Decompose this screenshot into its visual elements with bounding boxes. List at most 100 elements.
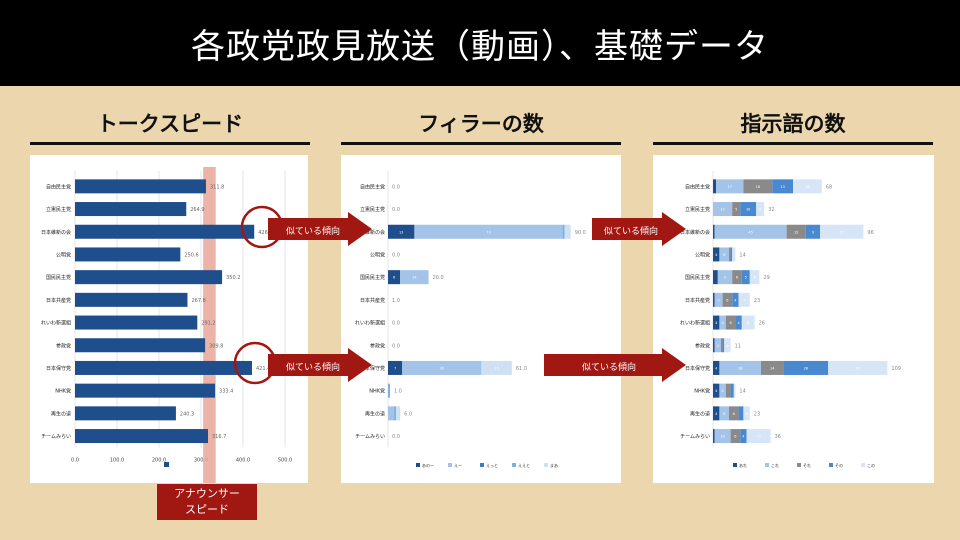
legend-label: それ <box>803 462 811 468</box>
bar-segment <box>730 383 734 398</box>
data-label: 240.3 <box>180 411 194 417</box>
divider <box>30 142 310 145</box>
segment-label: 6 <box>723 253 725 257</box>
category-label: 日本維新の会 <box>680 229 710 236</box>
legend-label: その <box>835 462 843 468</box>
segment-label: 12 <box>794 230 798 234</box>
category-label: チームみらい <box>680 434 710 440</box>
segment-label: 6 <box>723 412 725 416</box>
bar-segment <box>721 338 723 353</box>
segment-label: 73 <box>486 230 490 234</box>
segment-label: 5 <box>735 208 737 212</box>
segment-label: 5 <box>759 208 761 212</box>
category-label: NHK党 <box>55 388 71 395</box>
category-label: れいわ新選組 <box>355 320 385 327</box>
bar-segment <box>740 202 757 217</box>
callout-line-2: スピード <box>185 503 229 516</box>
bar-segment <box>730 429 741 444</box>
segment-label: 6 <box>393 276 395 280</box>
x-tick-label: 0.0 <box>71 457 79 463</box>
bar-segment <box>725 315 736 330</box>
bar <box>75 292 188 307</box>
category-label: 立憲民主党 <box>685 206 710 213</box>
bar-segment <box>414 224 563 239</box>
total-label: 68 <box>826 184 832 190</box>
total-label: 1.0 <box>392 298 400 304</box>
segment-label: 4 <box>742 435 745 439</box>
arrow-label: 似ている傾向 <box>582 363 637 373</box>
page-title: 各政党政見放送（動画）、基礎データ <box>191 26 769 67</box>
bar-segment <box>740 429 747 444</box>
bar <box>75 270 223 285</box>
total-label: 36 <box>775 434 781 440</box>
total-label: 29 <box>763 275 769 281</box>
panel-title-talk-speed: トークスピード <box>96 111 244 136</box>
bar-segment <box>783 360 829 375</box>
total-label: 0.0 <box>392 207 400 213</box>
segment-label: 9 <box>724 276 726 280</box>
bar <box>75 406 176 421</box>
bar-segment <box>714 224 787 239</box>
total-label: 109 <box>891 366 901 372</box>
data-label: 350.2 <box>226 275 240 281</box>
bar-segment <box>713 247 720 262</box>
category-label: チームみらい <box>41 434 71 440</box>
category-label: 日本保守党 <box>685 365 710 372</box>
bar-segment <box>713 429 715 444</box>
data-label: 264.9 <box>190 207 204 213</box>
segment-label: 15 <box>494 366 498 370</box>
bar-segment <box>716 179 744 194</box>
legend-swatch <box>164 462 169 467</box>
bar-segment <box>388 360 403 375</box>
category-label: 再生の道 <box>690 410 710 417</box>
bar-segment <box>717 270 733 285</box>
category-label: 自由民主党 <box>360 183 385 190</box>
category-label: れいわ新選組 <box>41 320 71 327</box>
segment-label: 5 <box>745 276 747 280</box>
bar-segment <box>562 224 565 239</box>
bar-segment <box>749 270 760 285</box>
data-label: 316.7 <box>212 434 226 440</box>
bar-segment <box>820 224 864 239</box>
bar-segment <box>719 315 726 330</box>
category-label: 自由民主党 <box>46 183 71 190</box>
bar-segment <box>786 224 806 239</box>
bar-segment <box>735 315 742 330</box>
bar-segment <box>805 224 821 239</box>
legend-label: えっと <box>486 462 498 468</box>
segment-label: 6 <box>733 412 735 416</box>
segment-label: 4 <box>715 366 718 370</box>
legend-swatch <box>544 463 548 467</box>
bar-segment <box>732 292 739 307</box>
announcer-speed-callout: アナウンサー スピード <box>157 484 257 520</box>
category-label: 自由民主党 <box>685 183 710 190</box>
segment-label: 4 <box>715 412 718 416</box>
data-label: 291.2 <box>201 321 215 327</box>
bar-segment <box>400 270 429 285</box>
category-label: 日本保守党 <box>360 365 385 372</box>
segment-label: 5 <box>717 298 719 302</box>
total-label: 90.0 <box>575 230 586 236</box>
legend-swatch <box>861 463 865 467</box>
panel-title-filler: フィラーの数 <box>418 111 544 136</box>
total-label: 20.0 <box>433 275 444 281</box>
divider <box>341 142 621 145</box>
segment-label: 10 <box>720 435 724 439</box>
bar-segment <box>729 247 731 262</box>
segment-label: 4 <box>745 412 748 416</box>
total-label: 14 <box>739 252 745 258</box>
x-tick-label: 300.0 <box>194 457 208 463</box>
category-label: 日本共産党 <box>360 297 385 304</box>
bar-segment <box>713 315 720 330</box>
bar-segment <box>481 360 512 375</box>
total-label: 96 <box>867 230 873 236</box>
segment-label: 45 <box>748 230 752 234</box>
segment-label: 14 <box>412 276 417 280</box>
legend-label: あのー <box>422 463 434 468</box>
category-label: NHK党 <box>369 388 385 395</box>
category-label: 日本保守党 <box>46 365 71 372</box>
x-tick-label: 400.0 <box>236 457 250 463</box>
category-label: 公明党 <box>56 251 71 258</box>
data-label: 309.8 <box>209 343 223 349</box>
